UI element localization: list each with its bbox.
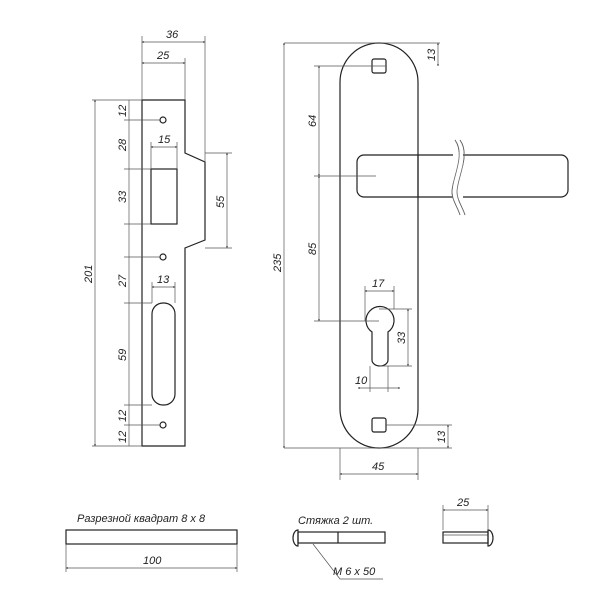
dim-13: 13	[157, 274, 170, 286]
dim-85: 85	[307, 242, 319, 255]
spindle-label: Разрезной квадрат 8 х 8	[77, 513, 206, 525]
dim-55: 55	[215, 195, 227, 208]
dim-33: 33	[117, 190, 129, 203]
dim-33-key: 33	[396, 331, 408, 344]
dim-15: 15	[158, 134, 171, 146]
dim-25-sleeve: 25	[456, 497, 470, 509]
strike-plate-outline	[141, 99, 206, 447]
dim-13-top: 13	[426, 48, 438, 61]
sleeve-nut: 25	[442, 497, 494, 547]
keyhole	[365, 305, 395, 367]
dim-12-mid: 12	[117, 410, 129, 422]
bolt-shaft	[297, 531, 386, 544]
dim-28: 28	[117, 138, 129, 152]
bolt-slot	[151, 302, 176, 406]
dim-201: 201	[83, 265, 95, 284]
dim-13-bottom: 13	[436, 430, 448, 443]
screw-hole-top	[159, 116, 167, 124]
break-line-overlay	[451, 139, 466, 216]
sleeve-body	[442, 531, 489, 544]
handle-plate: 235 64 85 13 13 17 33 10 45	[272, 42, 569, 480]
break-gap	[453, 152, 463, 200]
leader-line	[312, 543, 383, 580]
bolt-size: M 6 x 50	[333, 566, 376, 578]
latch-opening	[150, 168, 178, 225]
connecting-bolt: Стяжка 2 шт. M 6 x 50	[292, 515, 386, 580]
screw-hole-middle	[159, 253, 167, 261]
dim-100: 100	[143, 555, 162, 567]
dim-12-top: 12	[117, 105, 129, 117]
dim-12-bottom: 12	[117, 431, 129, 443]
dim-64: 64	[307, 115, 319, 127]
dim-27: 27	[117, 274, 129, 288]
bolt-label: Стяжка 2 шт.	[298, 515, 373, 527]
dim-45: 45	[372, 461, 385, 473]
spindle: Разрезной квадрат 8 х 8 100	[65, 513, 238, 572]
strike-plate: 36 25 15 13 55 201 12 28 33 27 59 12 12	[83, 29, 232, 447]
square-hole-bottom	[371, 417, 387, 433]
sleeve-head	[487, 529, 494, 547]
bolt-head	[292, 529, 299, 547]
dim-235: 235	[272, 253, 284, 273]
spindle-bar	[65, 529, 238, 545]
backplate-outline	[339, 42, 419, 449]
dim-10: 10	[355, 375, 368, 387]
dim-17: 17	[372, 278, 385, 290]
dim-59: 59	[117, 349, 129, 361]
dim-25: 25	[156, 50, 170, 62]
screw-hole-bottom	[159, 421, 167, 429]
dim-36: 36	[166, 29, 179, 41]
